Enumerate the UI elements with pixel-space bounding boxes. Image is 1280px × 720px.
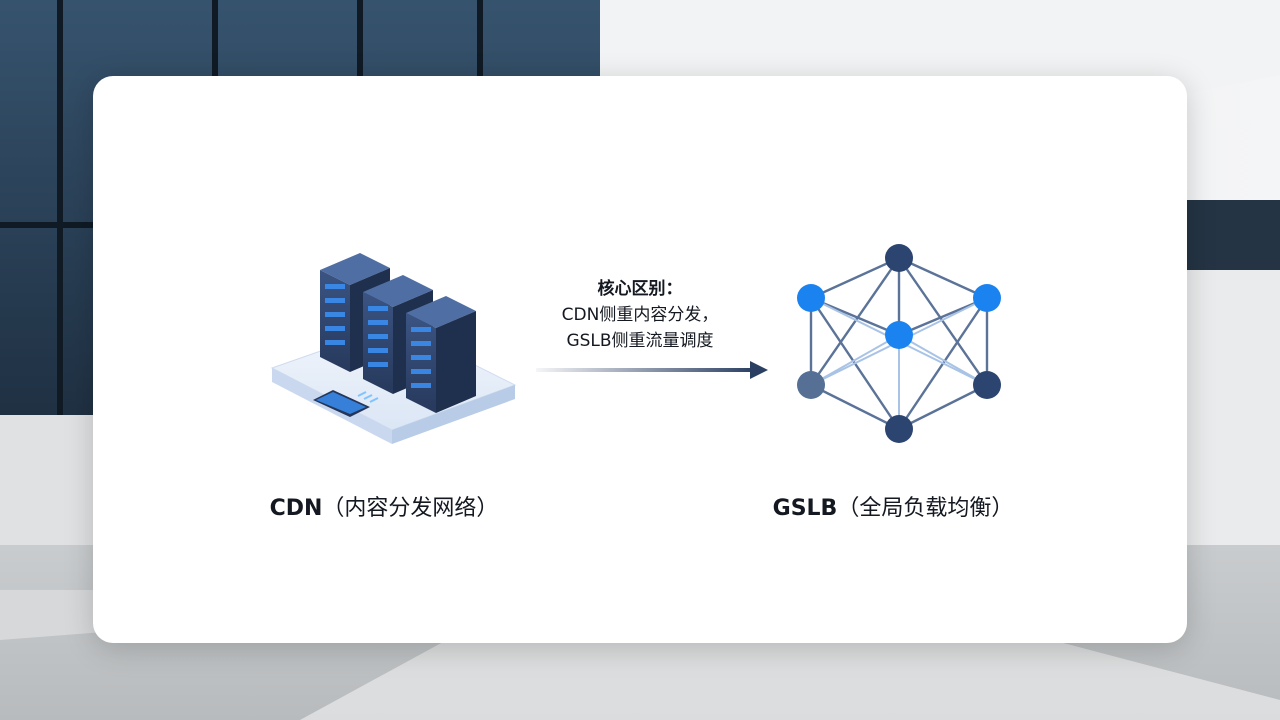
comparison-card (93, 76, 1187, 643)
gslb-label-main: GSLB (772, 496, 838, 521)
server-rack-icon (270, 253, 517, 444)
arrow-right-icon (536, 361, 768, 379)
network-mesh-icon (797, 244, 1001, 443)
cdn-label: CDN（内容分发网络） (270, 490, 499, 522)
gslb-label-sub: （全局负载均衡） (837, 496, 1014, 521)
core-difference-line-gslb: GSLB侧重流量调度 (566, 331, 714, 351)
core-difference-title: 核心区别： (597, 279, 683, 299)
cdn-label-main: CDN (269, 496, 323, 521)
core-difference-note: 核心区别： CDN侧重内容分发， GSLB侧重流量调度 (562, 276, 719, 354)
core-difference-line-cdn: CDN侧重内容分发， (561, 305, 719, 325)
gslb-label: GSLB（全局负载均衡） (773, 490, 1014, 522)
cdn-label-sub: （内容分发网络） (322, 496, 499, 521)
